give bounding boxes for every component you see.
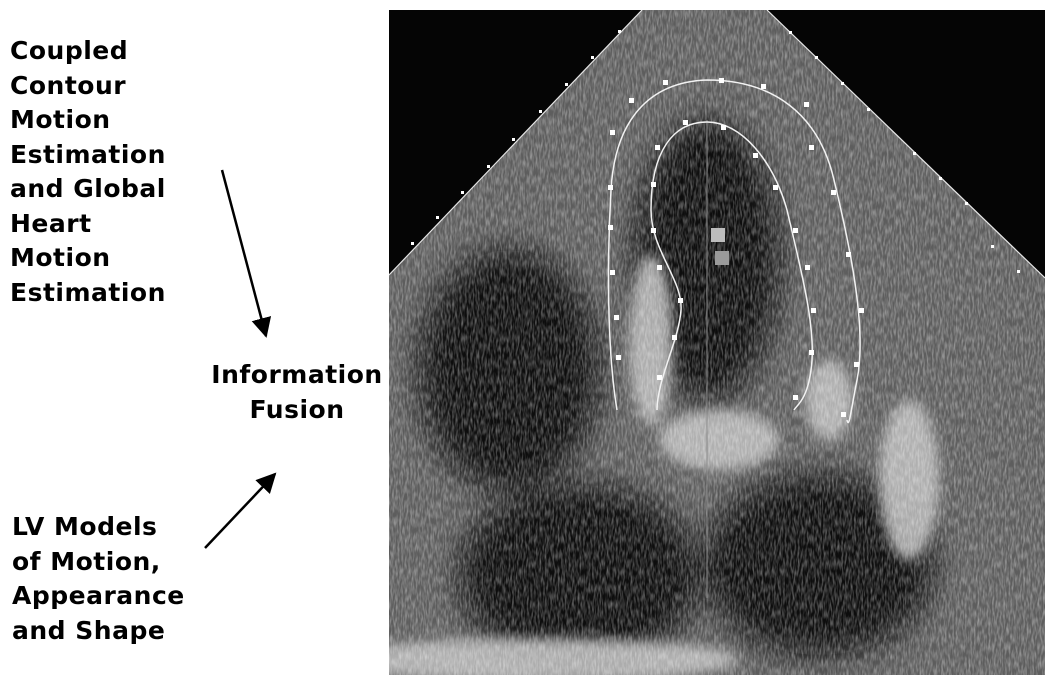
echo-svg xyxy=(389,10,1045,675)
marker-square-2 xyxy=(715,251,729,265)
arrows-layer xyxy=(0,0,390,675)
echocardiogram-image xyxy=(389,10,1045,675)
down-arrow xyxy=(222,170,266,336)
up-arrow xyxy=(205,474,275,548)
marker-square-1 xyxy=(711,228,725,242)
